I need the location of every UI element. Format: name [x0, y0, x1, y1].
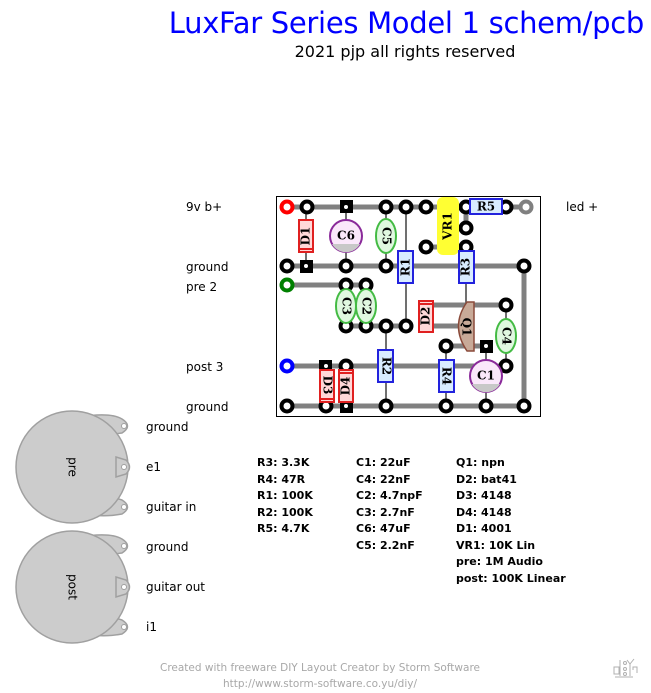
bom-item: C4: 22nF: [356, 472, 411, 486]
post-lug-i1: i1: [146, 620, 157, 634]
pre-lug-ground: ground: [146, 420, 189, 434]
svg-text:C4: C4: [500, 327, 514, 345]
bom-item: C5: 2.2nF: [356, 538, 415, 552]
page-subtitle: 2021 pjp all rights reserved: [294, 42, 516, 61]
bom-item: R2: 100K: [257, 505, 313, 519]
pad-9v-supply: [279, 199, 295, 215]
bom-item: C6: 47uF: [356, 522, 411, 535]
svg-text:C2: C2: [360, 297, 374, 315]
bom-item: D3: 4148: [456, 489, 512, 502]
svg-text:R3: R3: [459, 258, 473, 276]
svg-text:C5: C5: [380, 227, 394, 245]
label-post-3: post 3: [186, 360, 224, 374]
bom-item: pre: 1M Audio: [456, 555, 543, 568]
svg-text:D2: D2: [419, 307, 433, 326]
svg-text:Q1: Q1: [460, 318, 474, 337]
footer-line-1: Created with freeware DIY Layout Creator…: [160, 662, 480, 674]
pre-lug-e1: e1: [146, 460, 162, 474]
capacitor-c3: C3: [335, 288, 357, 324]
resistor-r3: R3: [458, 250, 475, 284]
svg-text:R5: R5: [477, 200, 495, 214]
footer-url: http://www.storm-software.co.yu/diy/: [223, 678, 417, 690]
bom-item: Q1: npn: [456, 456, 505, 469]
svg-text:R2: R2: [380, 357, 394, 375]
svg-text:D4: D4: [339, 377, 353, 396]
pot-post: post: [15, 530, 131, 644]
bom-others: Q1: npn D2: bat41 D3: 4148 D4: 4148 D1: …: [456, 455, 566, 587]
capacitor-c6: C6: [329, 219, 363, 253]
post-lug-ground: ground: [146, 540, 189, 554]
diy-logo-icon: [613, 658, 638, 678]
bom-capacitors: C1: 22uF C4: 22nF C2: 4.7npF C3: 2.7nF C…: [356, 455, 423, 554]
label-led-plus: led +: [566, 200, 599, 214]
bom-item: D1: 4001: [456, 522, 512, 535]
svg-text:R4: R4: [440, 367, 454, 385]
bom-resistors: R3: 3.3K R4: 47R R1: 100K R2: 100K R5: 4…: [257, 455, 313, 538]
capacitor-c2: C2: [355, 288, 377, 324]
svg-text:C1: C1: [477, 369, 495, 383]
svg-text:R1: R1: [399, 258, 413, 276]
footer-credit: Created with freeware DIY Layout Creator…: [160, 660, 480, 692]
bom-item: post: 100K Linear: [456, 571, 566, 585]
svg-text:D1: D1: [299, 227, 313, 246]
svg-text:VR1: VR1: [441, 212, 455, 241]
resistor-r1: R1: [397, 250, 414, 284]
pad-pre-2: [279, 277, 295, 293]
transistor-q1: Q1: [457, 301, 475, 352]
bom-item: C2: 4.7npF: [356, 489, 423, 502]
bom-item: R4: 47R: [257, 472, 306, 486]
bom-item: R5: 4.7K: [257, 522, 310, 535]
pot-pre: pre: [15, 410, 131, 524]
diode-d2: D2: [418, 300, 434, 333]
bom-item: R1: 100K: [257, 489, 313, 502]
svg-text:C6: C6: [337, 229, 355, 243]
capacitor-c4: C4: [495, 318, 517, 354]
diode-d4: D4: [338, 369, 354, 403]
label-ground-bottom: ground: [186, 400, 229, 414]
resistor-r2: R2: [377, 349, 394, 383]
label-pre-2: pre 2: [186, 280, 218, 294]
svg-text:D3: D3: [321, 376, 335, 395]
pad-post-3: [279, 358, 295, 374]
resistor-r4: R4: [438, 359, 455, 393]
label-ground-top: ground: [186, 260, 229, 274]
capacitor-c5: C5: [375, 218, 397, 254]
bom-item: C1: 22uF: [356, 456, 411, 469]
svg-text:C3: C3: [340, 297, 354, 315]
bom-item: R3: 3.3K: [257, 456, 310, 469]
label-9v-supply: 9v b+: [186, 200, 223, 214]
bom-item: VR1: 10K Lin: [456, 538, 536, 552]
capacitor-c1: C1: [469, 359, 503, 393]
post-lug-guitar-out: guitar out: [146, 580, 206, 594]
resistor-r5: R5: [469, 198, 503, 215]
pad-group: [279, 199, 534, 414]
diode-d3: D3: [319, 369, 335, 403]
page-title: LuxFar Series Model 1 schem/pcb: [168, 6, 645, 40]
bom-item: C3: 2.7nF: [356, 505, 415, 519]
pre-lug-guitar-in: guitar in: [146, 500, 197, 514]
svg-text:pre: pre: [66, 457, 80, 477]
svg-text:post: post: [66, 574, 80, 600]
bom-item: D2: bat41: [456, 472, 517, 486]
bom-item: D4: 4148: [456, 505, 512, 519]
pad-led-plus: [518, 199, 534, 215]
diode-d1: D1: [298, 219, 314, 253]
trimmer-vr1: VR1: [437, 197, 459, 255]
